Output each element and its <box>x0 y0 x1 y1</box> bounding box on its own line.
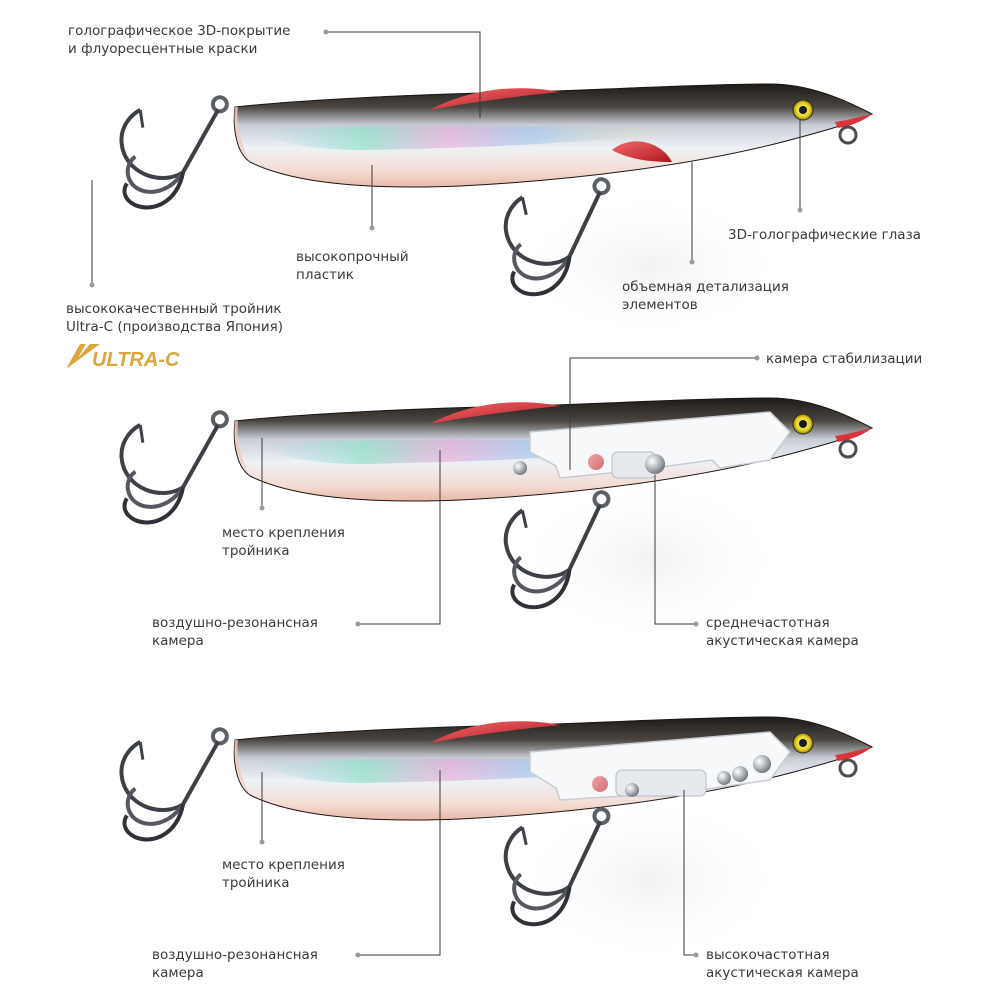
label-plastic-line2: пластик <box>296 267 354 283</box>
lure-2-ball <box>645 454 665 474</box>
label-air-chamber-2: воздушно-резонансная камера <box>152 614 318 650</box>
lure-3-rear-hook <box>100 701 231 857</box>
label-air-chamber-3: воздушно-резонансная камера <box>152 946 318 982</box>
label-plastic-line1: высокопрочный <box>296 249 409 265</box>
label-hook-line2: Ultra-C (производства Япония) <box>66 319 284 335</box>
lure-1-body <box>233 83 873 188</box>
label-high-acoustic: высокочастотная акустическая камера <box>706 946 859 982</box>
label-coating-line2: и флуоресцентные краски <box>68 41 258 57</box>
coating-leader <box>326 31 481 118</box>
label-detail-line1: объемная детализация <box>622 279 789 295</box>
label-air-chamber-2-line1: воздушно-резонансная <box>152 615 318 631</box>
lure-2-hook-mount <box>588 454 604 470</box>
stabilization-leader <box>569 357 757 470</box>
label-plastic: высокопрочный пластик <box>296 248 409 284</box>
lure-3-balls <box>753 755 771 773</box>
label-mid-acoustic-line1: среднечастотная <box>706 615 830 631</box>
lure-2-rear-hook <box>100 384 231 540</box>
lure-3-glow <box>510 795 790 965</box>
lure-1 <box>89 29 873 340</box>
label-mid-acoustic-line2: акустическая камера <box>706 633 859 649</box>
label-hook-mount-2-line2: тройника <box>222 543 290 559</box>
label-hook-mount-3-line2: тройника <box>222 875 290 891</box>
label-hook-line1: высококачественный тройник <box>66 301 282 317</box>
label-air-chamber-3-line2: камера <box>152 965 204 981</box>
ultra-c-logo-text: ULTRA-C <box>92 349 180 371</box>
label-eyes: 3D-голографические глаза <box>728 226 921 244</box>
label-detail-line2: элементов <box>622 297 698 313</box>
label-high-acoustic-line1: высокочастотная <box>706 947 830 963</box>
lure-1-pectoral-fin <box>612 141 672 162</box>
label-detail: объемная детализация элементов <box>622 278 789 314</box>
label-air-chamber-3-line1: воздушно-резонансная <box>152 947 318 963</box>
label-coating-line1: голографическое 3D-покрытие <box>68 23 291 39</box>
lure-1-rear-hook <box>100 69 231 225</box>
label-hook-mount-3-line1: место крепления <box>222 857 345 873</box>
lure-1-line-tie <box>838 125 858 145</box>
label-hook: высококачественный тройник Ultra-C (прои… <box>66 300 283 336</box>
label-hook-mount-3: место крепления тройника <box>222 856 345 892</box>
lure-3 <box>100 701 873 965</box>
label-mid-acoustic: среднечастотная акустическая камера <box>706 614 859 650</box>
label-hook-mount-2-line1: место крепления <box>222 525 345 541</box>
lure-2-ball-small <box>513 461 527 475</box>
air-chamber-leader-3 <box>358 770 441 956</box>
label-stabilization: камера стабилизации <box>766 350 922 368</box>
label-hook-mount-2: место крепления тройника <box>222 524 345 560</box>
mid-acoustic-leader <box>654 475 696 625</box>
label-air-chamber-2-line2: камера <box>152 633 204 649</box>
lure-2-glow <box>510 475 790 645</box>
label-high-acoustic-line2: акустическая камера <box>706 965 859 981</box>
lure-3-hook-mount <box>592 776 608 792</box>
lure-1-glow <box>510 190 790 340</box>
lure-2 <box>100 355 873 645</box>
lure-2-line-tie <box>838 439 858 459</box>
label-coating: голографическое 3D-покрытие и флуоресцен… <box>68 22 290 58</box>
ultra-c-logo-icon <box>66 344 100 369</box>
lure-3-line-tie <box>838 758 858 778</box>
high-acoustic-leader <box>683 790 696 956</box>
label-stabilization-line1: камера стабилизации <box>766 351 923 367</box>
label-eyes-line1: 3D-голографические глаза <box>728 227 922 243</box>
air-chamber-leader <box>358 450 441 625</box>
ultra-c-logo: ULTRA-C <box>66 344 180 371</box>
